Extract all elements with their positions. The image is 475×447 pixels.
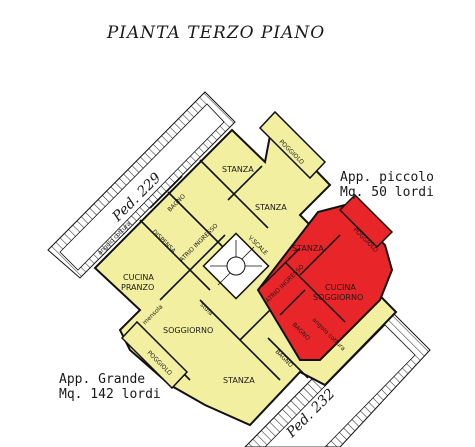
stair-well: [202, 232, 270, 300]
room-soggiorno: SOGGIORNO: [163, 326, 213, 335]
room-cucina-red: CUCINA: [325, 283, 356, 292]
room-stanza-mid: STANZA: [255, 203, 287, 212]
parcel-232: Ped. 232: [244, 304, 431, 447]
room-soggiorno-red: SOGGIORNO: [313, 293, 363, 302]
room-stanza-bottom: STANZA: [223, 376, 255, 385]
balcony-red: [338, 193, 394, 249]
small-apt-name: App. piccolo: [340, 170, 434, 185]
room-cucina: CUCINA: [123, 273, 154, 282]
balcony-top: [258, 110, 327, 180]
parcel-229: Ped. 229: [47, 91, 236, 279]
callout-small: App. piccolo Mq. 50 lordi: [340, 170, 434, 200]
room-pranzo: PRANZO: [121, 283, 154, 292]
room-stanza-top: STANZA: [222, 165, 254, 174]
small-apt-area: Mq. 50 lordi: [340, 185, 434, 200]
large-apt-name: App. Grande: [59, 372, 145, 387]
large-apt-area: Mq. 142 lordi: [59, 387, 161, 402]
page-title: PIANTA TERZO PIANO: [106, 23, 325, 43]
apartment-small: [256, 193, 394, 361]
room-stanza-red: STANZA: [292, 244, 324, 253]
balcony-bottom: [120, 320, 189, 390]
callout-large: App. Grande Mq. 142 lordi: [59, 372, 161, 402]
red-interior-walls: [261, 234, 346, 323]
